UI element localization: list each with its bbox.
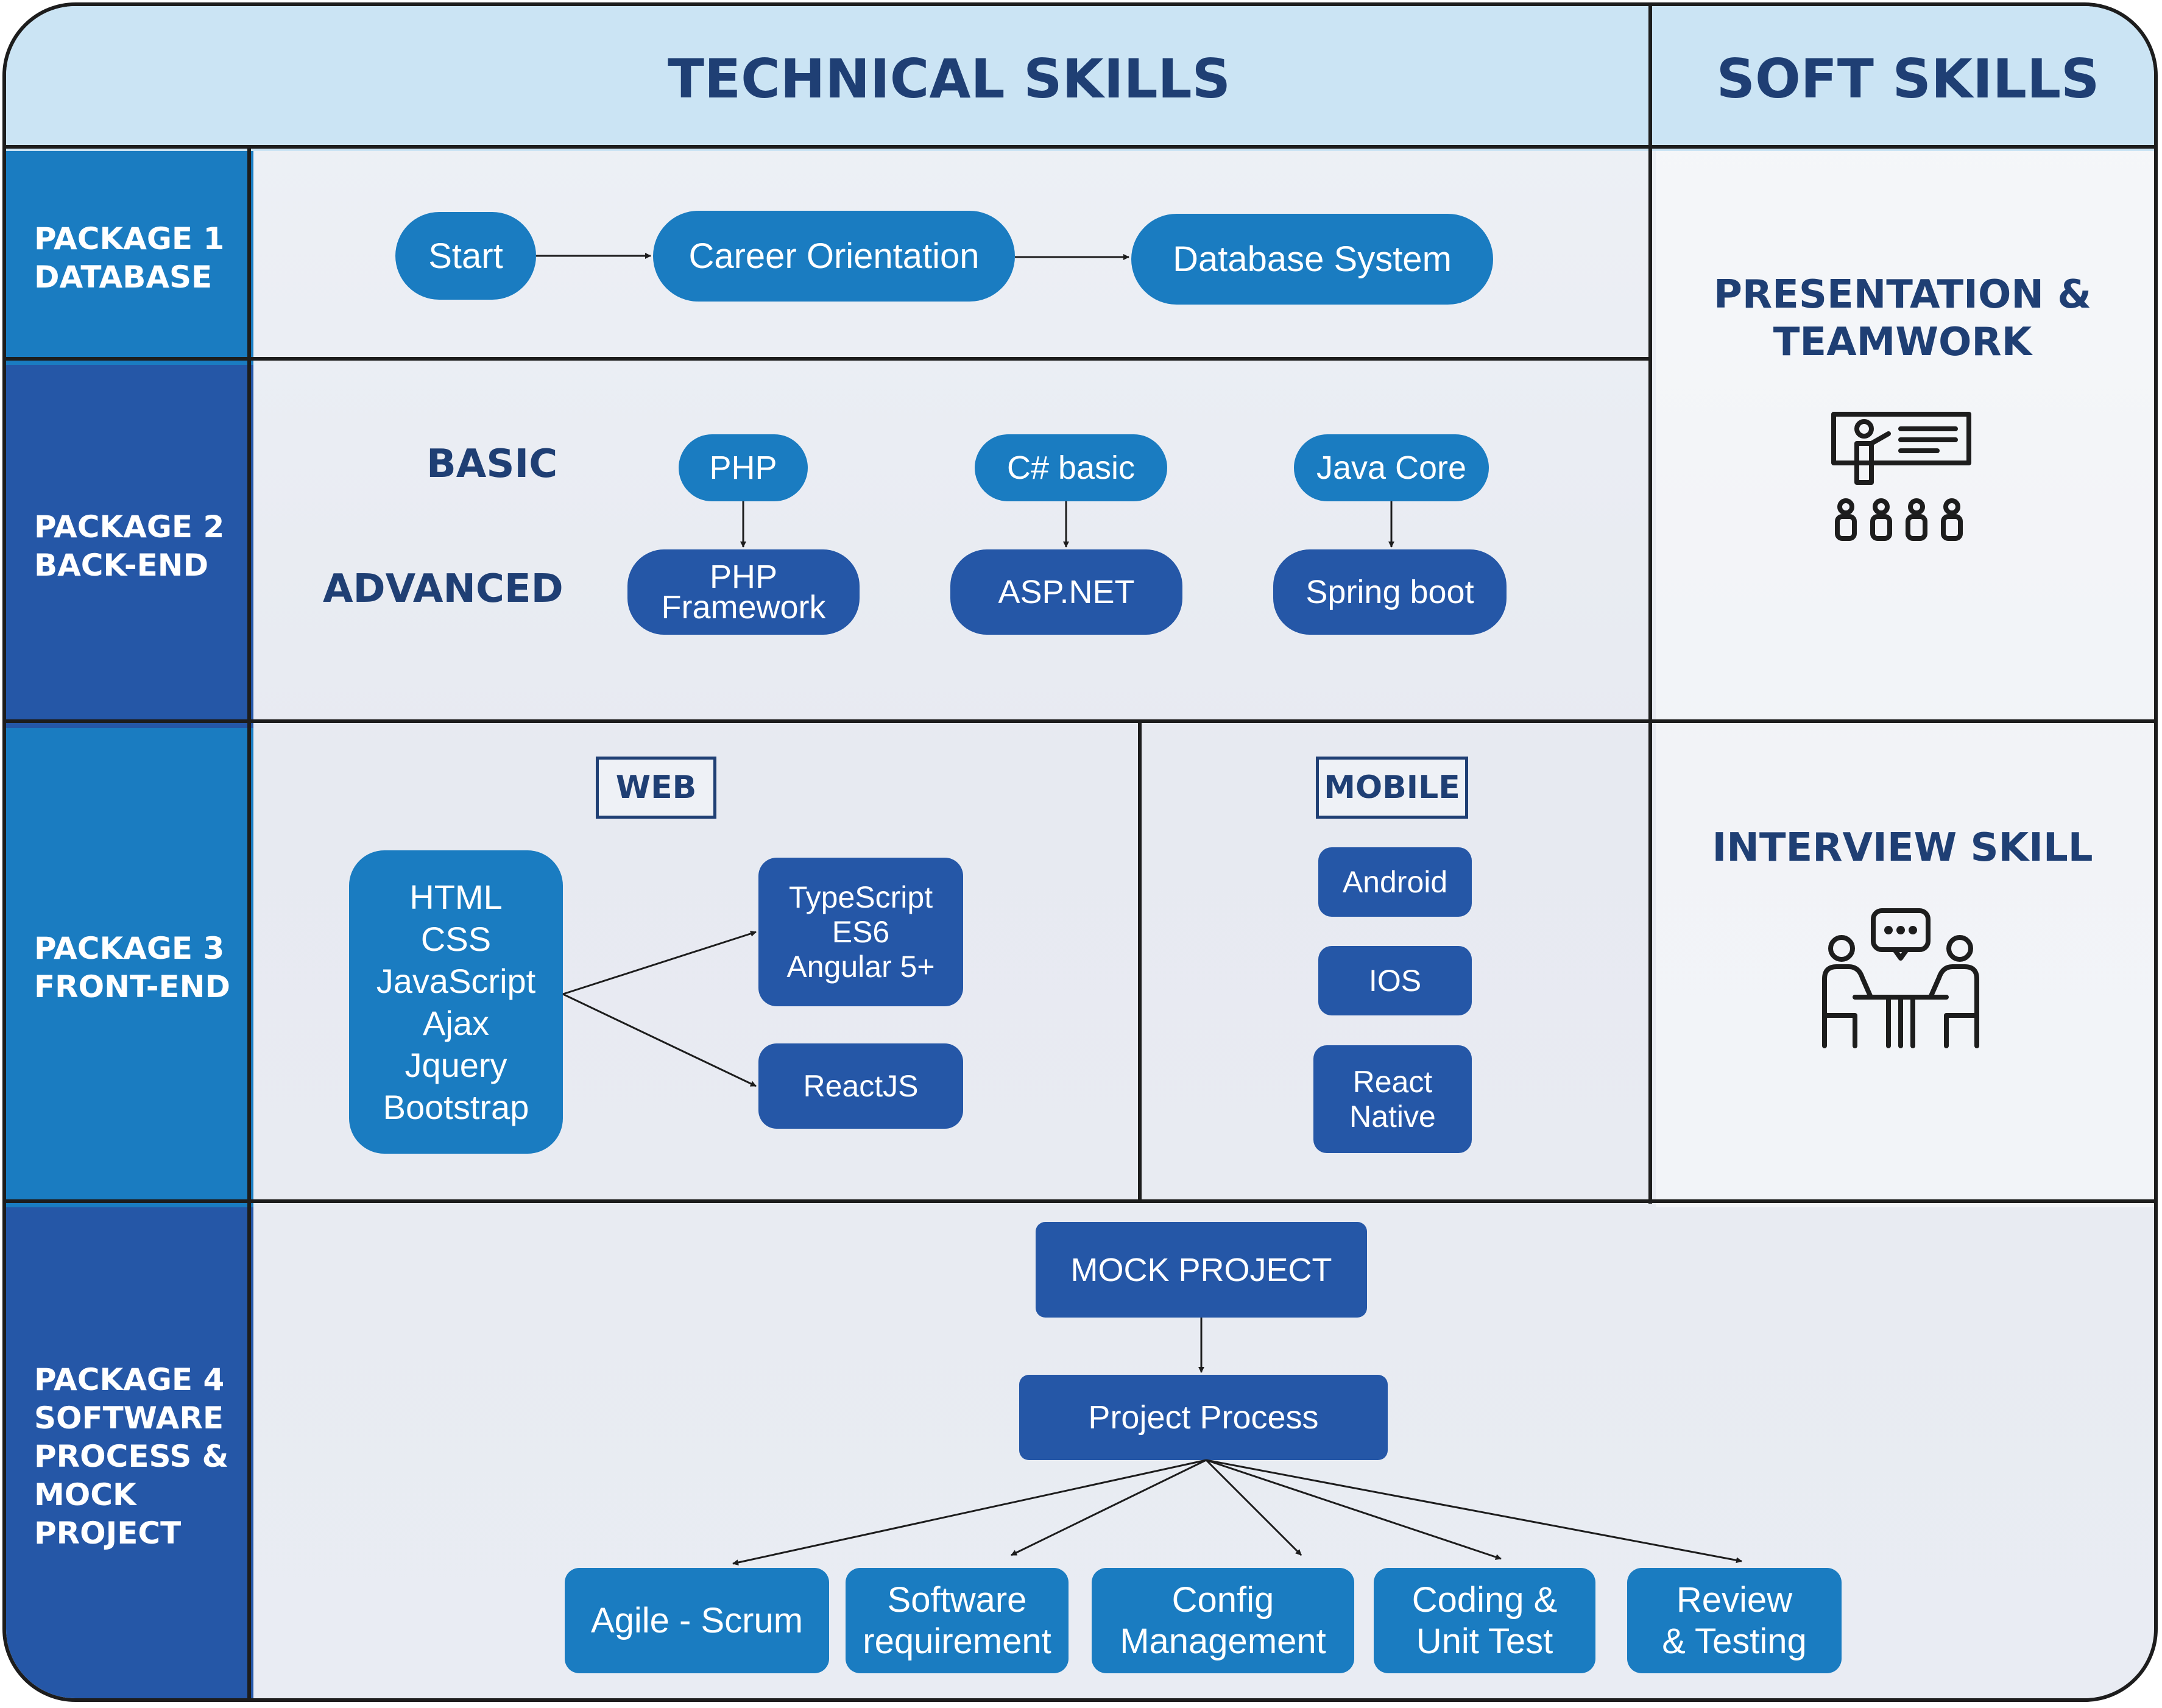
arrow (1206, 1459, 1742, 1564)
android-node: Android (1318, 847, 1472, 917)
php-framework-node: PHP Framework (627, 549, 860, 635)
software-requirement-node: Software requirement (846, 1568, 1069, 1673)
package-3-text: PACKAGE 3 FRONT-END (34, 930, 231, 1004)
divider (2, 357, 1652, 361)
presentation-teamwork-icon (1831, 412, 1971, 541)
arrow (1205, 1459, 1302, 1556)
web-label: WEB (596, 757, 716, 819)
presentation-teamwork-title: PRESENTATION & TEAMWORK (1713, 272, 2092, 365)
divider (1648, 2, 1652, 1204)
aspnet-node: ASP.NET (950, 549, 1182, 635)
interview-meeting-icon (1822, 908, 1979, 1048)
reactjs-node: ReactJS (758, 1043, 963, 1129)
spring-boot-node: Spring boot (1273, 549, 1507, 635)
divider (2, 145, 2158, 149)
agile-scrum-node: Agile - Scrum (565, 1568, 829, 1673)
package-4-label: PACKAGE 4 SOFTWARE PROCESS & MOCK PROJEC… (6, 1207, 253, 1698)
java-core-node: Java Core (1294, 434, 1489, 501)
csharp-basic-node: C# basic (975, 434, 1167, 501)
mobile-label: MOBILE (1316, 757, 1468, 819)
package-1-text: PACKAGE 1 DATABASE (34, 221, 225, 295)
arrow (562, 993, 757, 1087)
header-band (6, 6, 2154, 151)
divider (1138, 719, 1142, 1201)
technical-skills-title: TECHNICAL SKILLS (668, 48, 1231, 110)
mock-project-node: MOCK PROJECT (1036, 1222, 1367, 1318)
package-2-label: PACKAGE 2 BACK-END (6, 365, 253, 728)
angular-node: TypeScript ES6 Angular 5+ (758, 858, 963, 1006)
coding-unit-test-node: Coding & Unit Test (1374, 1568, 1595, 1673)
web-core-node: HTML CSS JavaScript Ajax Jquery Bootstra… (349, 850, 563, 1154)
package-3-label: PACKAGE 3 FRONT-END (6, 728, 253, 1207)
review-testing-node: Review & Testing (1627, 1568, 1842, 1673)
config-management-node: Config Management (1092, 1568, 1354, 1673)
interview-skill-title: INTERVIEW SKILL (1712, 825, 2093, 870)
start-node: Start (395, 212, 536, 300)
career-orientation-node: Career Orientation (653, 211, 1015, 302)
react-native-node: React Native (1313, 1045, 1472, 1153)
ios-node: IOS (1318, 946, 1472, 1015)
arrow (1011, 1459, 1207, 1556)
soft-skills-panel (1656, 151, 2154, 1207)
package-4-text: PACKAGE 4 SOFTWARE PROCESS & MOCK PROJEC… (34, 1361, 229, 1551)
divider (2, 1199, 2158, 1203)
divider (247, 145, 251, 1702)
package-1-label: PACKAGE 1 DATABASE (6, 151, 253, 365)
advanced-label: ADVANCED (323, 566, 563, 612)
basic-label: BASIC (426, 442, 558, 487)
arrow (732, 1459, 1207, 1565)
arrow (1206, 1459, 1502, 1560)
php-node: PHP (679, 434, 808, 501)
arrow (562, 930, 757, 995)
package-2-text: PACKAGE 2 BACK-END (34, 509, 225, 583)
database-system-node: Database System (1131, 214, 1493, 305)
project-process-node: Project Process (1019, 1375, 1388, 1460)
soft-skills-title: SOFT SKILLS (1716, 48, 2100, 110)
divider (2, 719, 2158, 723)
